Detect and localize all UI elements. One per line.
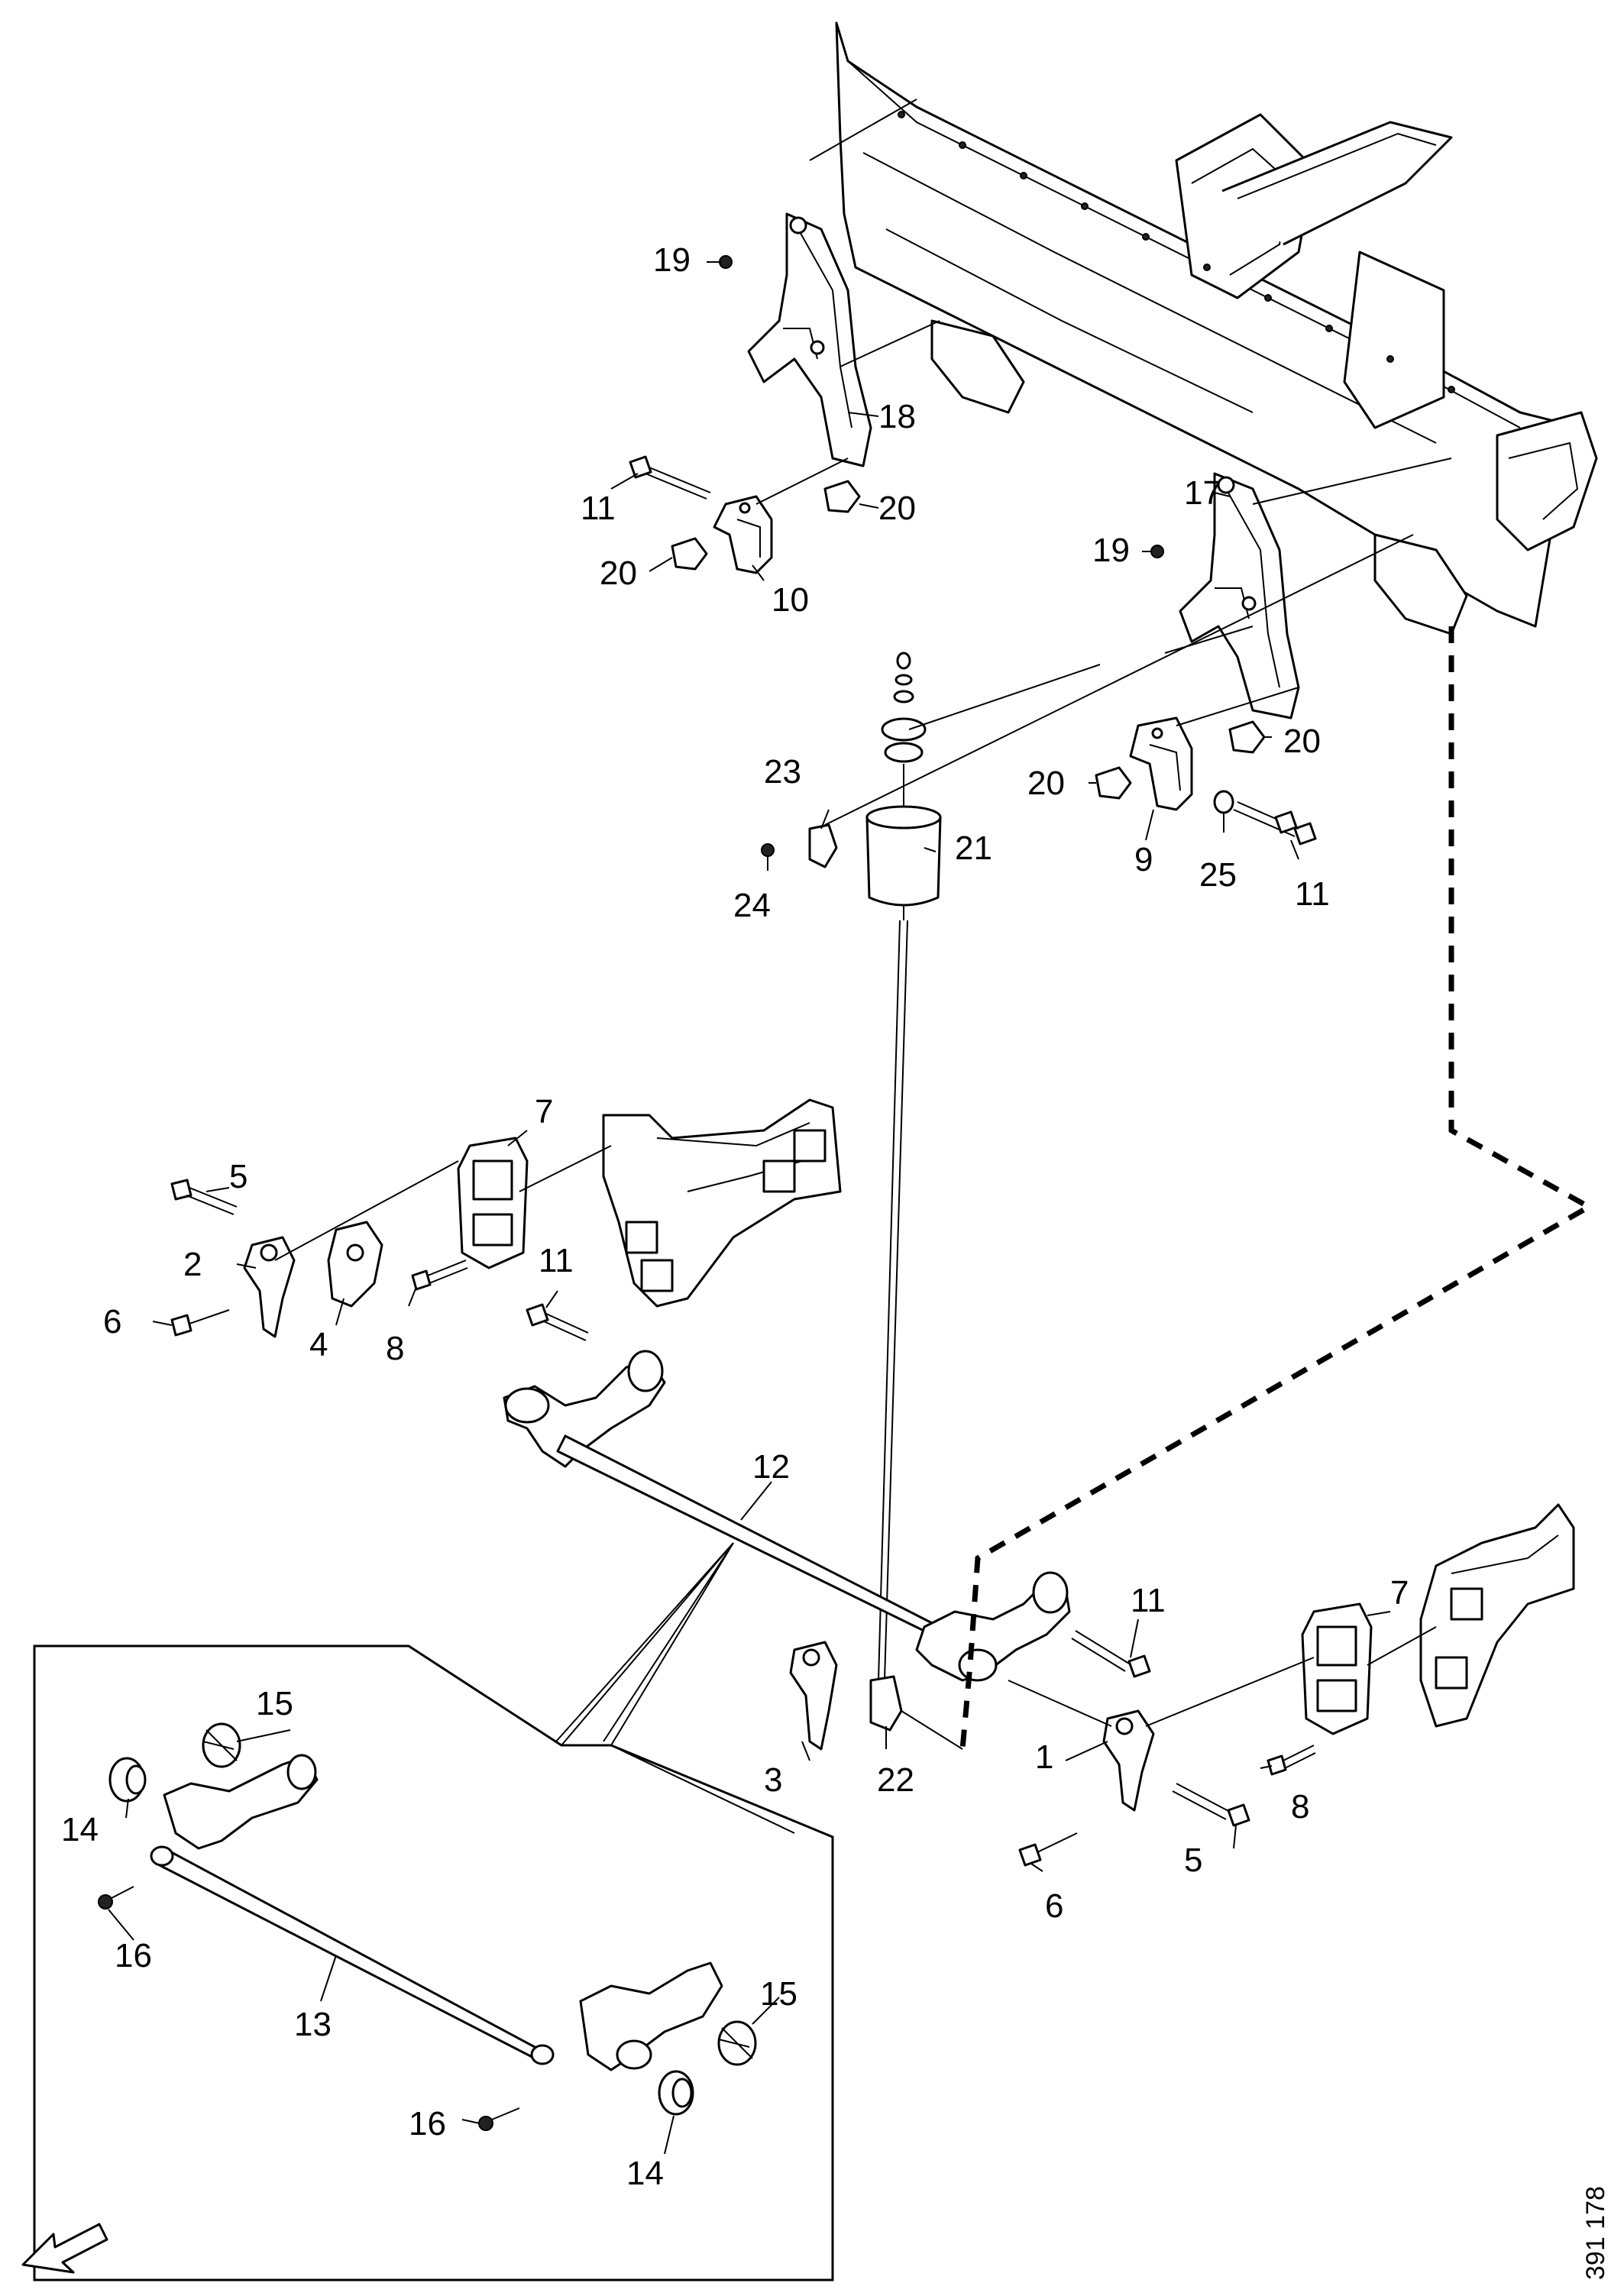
- bolt-19-b: [1150, 545, 1164, 558]
- bolt-11-left-lower: [526, 1303, 589, 1341]
- bolt-5-left: [170, 1179, 238, 1215]
- callout-11-b: 11: [1295, 875, 1330, 913]
- bolt-5-right: [1172, 1783, 1250, 1827]
- callout-24: 24: [733, 887, 771, 924]
- callout-22: 22: [877, 1761, 914, 1799]
- callout-18: 18: [878, 398, 916, 435]
- stabilizer-bar-13: [150, 1845, 555, 2065]
- stabilizer-assembly-12: [503, 1350, 1071, 1682]
- reference-number: 391 178: [1581, 2186, 1610, 2280]
- chassis-bracket-left: [602, 1098, 842, 1308]
- shock-absorber-21: [865, 652, 942, 1681]
- bushing-15-lower: [717, 2020, 757, 2066]
- callout-20-c: 20: [1283, 723, 1321, 760]
- callout-2: 2: [183, 1246, 202, 1283]
- bolt-6-left: [170, 1309, 230, 1337]
- body-cross-member: [835, 21, 1598, 635]
- callout-17: 17: [1184, 474, 1221, 512]
- callout-8-b: 8: [1291, 1788, 1309, 1825]
- bracket-23: [808, 823, 838, 868]
- callout-9: 9: [1134, 841, 1153, 878]
- callout-19-b: 19: [1092, 532, 1130, 569]
- callout-20-b: 20: [600, 555, 637, 592]
- bolt-16-upper: [98, 1886, 134, 1910]
- callout-7-a: 7: [535, 1093, 553, 1130]
- callout-25: 25: [1199, 856, 1237, 894]
- bracket-4: [327, 1221, 383, 1308]
- dashed-assembly-lines: [959, 626, 1595, 1750]
- clip-20-b: [671, 537, 708, 571]
- bolt-6-right: [1018, 1832, 1078, 1867]
- callout-1: 1: [1035, 1738, 1053, 1776]
- clip-20-a: [823, 480, 861, 513]
- callout-19-a: 19: [653, 241, 691, 279]
- detail-inset: [33, 1542, 834, 2281]
- washer-25: [1213, 790, 1234, 814]
- clip-20-c: [1228, 720, 1266, 754]
- bolt-11-upper-left: [629, 455, 711, 500]
- mount-plate-7-right: [1301, 1602, 1373, 1735]
- callout-15-a: 15: [256, 1685, 293, 1722]
- bolt-8-left: [411, 1260, 468, 1291]
- callout-15-b: 15: [760, 1975, 797, 2013]
- callout-labels: 19 18 11 20 20 10 17 19 20 20 23 21 9 25…: [61, 241, 1409, 2192]
- callout-20-a: 20: [878, 490, 916, 527]
- callout-16-a: 16: [115, 1937, 152, 1974]
- explode-lines: [274, 99, 1452, 1750]
- mount-plate-7-left: [457, 1137, 529, 1269]
- lower-mount-22: [869, 1675, 903, 1732]
- front-direction-arrow-icon: [21, 2223, 108, 2274]
- callout-11-a: 11: [581, 490, 616, 527]
- bushing-14-upper: [108, 1757, 147, 1803]
- bolt-11-upper-right: [1233, 801, 1317, 846]
- bracket-10: [713, 495, 773, 574]
- callout-16-b: 16: [409, 2105, 446, 2142]
- leader-to-inset: [561, 1542, 734, 1746]
- callout-21: 21: [955, 829, 992, 867]
- bushing-14-lower: [658, 2070, 694, 2116]
- bushing-15-upper: [202, 1722, 241, 1768]
- callout-leaders: [108, 261, 1391, 2155]
- callout-8-a: 8: [386, 1330, 404, 1367]
- bracket-2: [243, 1236, 296, 1338]
- arm-lower-inset: [579, 1961, 723, 2071]
- clip-20-d: [1095, 766, 1132, 800]
- callout-10: 10: [772, 581, 809, 619]
- callout-11-d: 11: [1131, 1582, 1166, 1619]
- bracket-17: [1179, 472, 1300, 720]
- bolt-16-lower: [478, 2107, 520, 2131]
- callout-4: 4: [309, 1326, 328, 1363]
- callout-5-b: 5: [1184, 1842, 1202, 1879]
- arm-upper-inset: [163, 1754, 319, 1850]
- callout-11-c: 11: [539, 1242, 574, 1279]
- callout-14-a: 14: [61, 1811, 99, 1848]
- bracket-18: [747, 212, 872, 467]
- callout-7-b: 7: [1390, 1574, 1409, 1612]
- bracket-9: [1129, 716, 1193, 811]
- callout-3: 3: [764, 1761, 782, 1799]
- callout-6-a: 6: [103, 1303, 121, 1340]
- callout-23: 23: [764, 753, 801, 791]
- callout-13: 13: [294, 2006, 332, 2043]
- bolt-11-right-lower: [1071, 1630, 1151, 1678]
- callout-14-b: 14: [626, 2155, 664, 2192]
- callout-12: 12: [752, 1448, 790, 1486]
- bracket-1: [1102, 1709, 1155, 1812]
- bolt-8-right: [1267, 1745, 1316, 1776]
- callout-6-b: 6: [1045, 1887, 1063, 1925]
- bolt-24: [761, 843, 775, 857]
- chassis-bracket-right: [1419, 1503, 1575, 1728]
- callout-5-a: 5: [229, 1158, 247, 1195]
- callout-20-d: 20: [1027, 765, 1065, 802]
- bracket-3: [789, 1641, 838, 1751]
